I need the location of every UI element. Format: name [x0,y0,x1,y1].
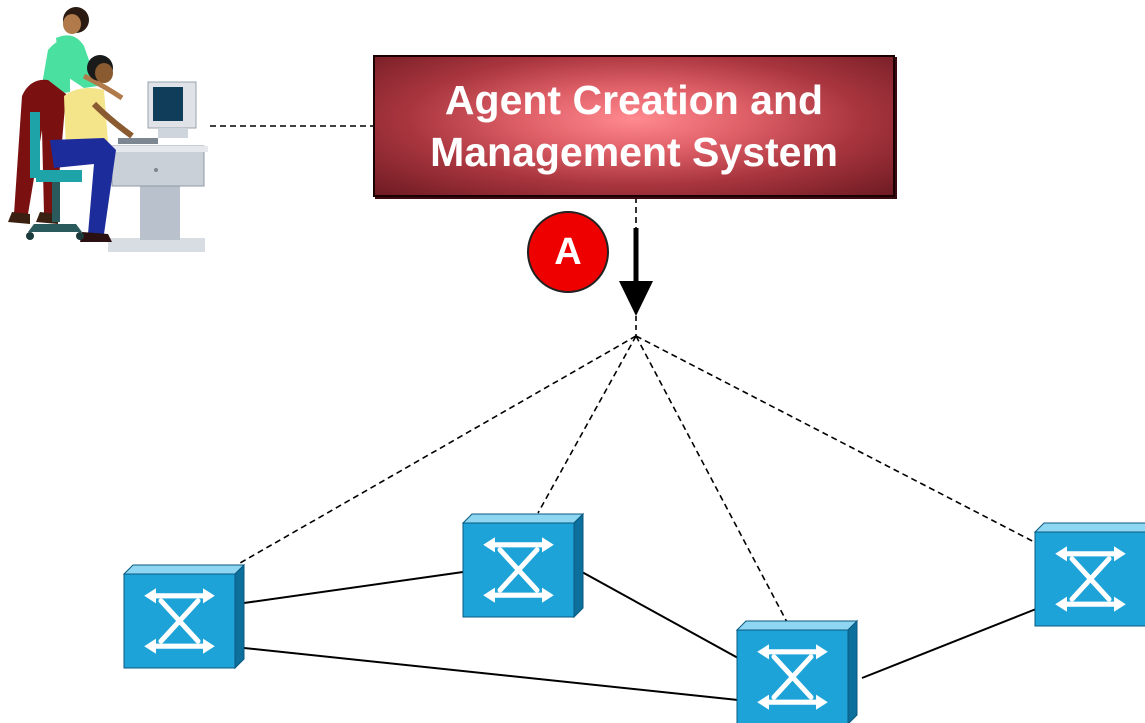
switch-right-icon [1033,522,1145,627]
step-badge: A [527,211,609,293]
management-system-label-line2: Management System [430,129,838,175]
switch-center-icon [461,512,585,619]
management-system-label-line1: Agent Creation and [444,77,824,123]
switch-bottom-icon [735,619,859,723]
agent-distribution-links [239,335,1043,625]
management-system-box: Agent Creation and Management System [373,55,895,197]
switch-links [243,571,1037,701]
switch-left-icon [122,563,246,670]
down-arrow-icon [619,228,653,316]
operators-at-computer-icon [8,7,208,252]
